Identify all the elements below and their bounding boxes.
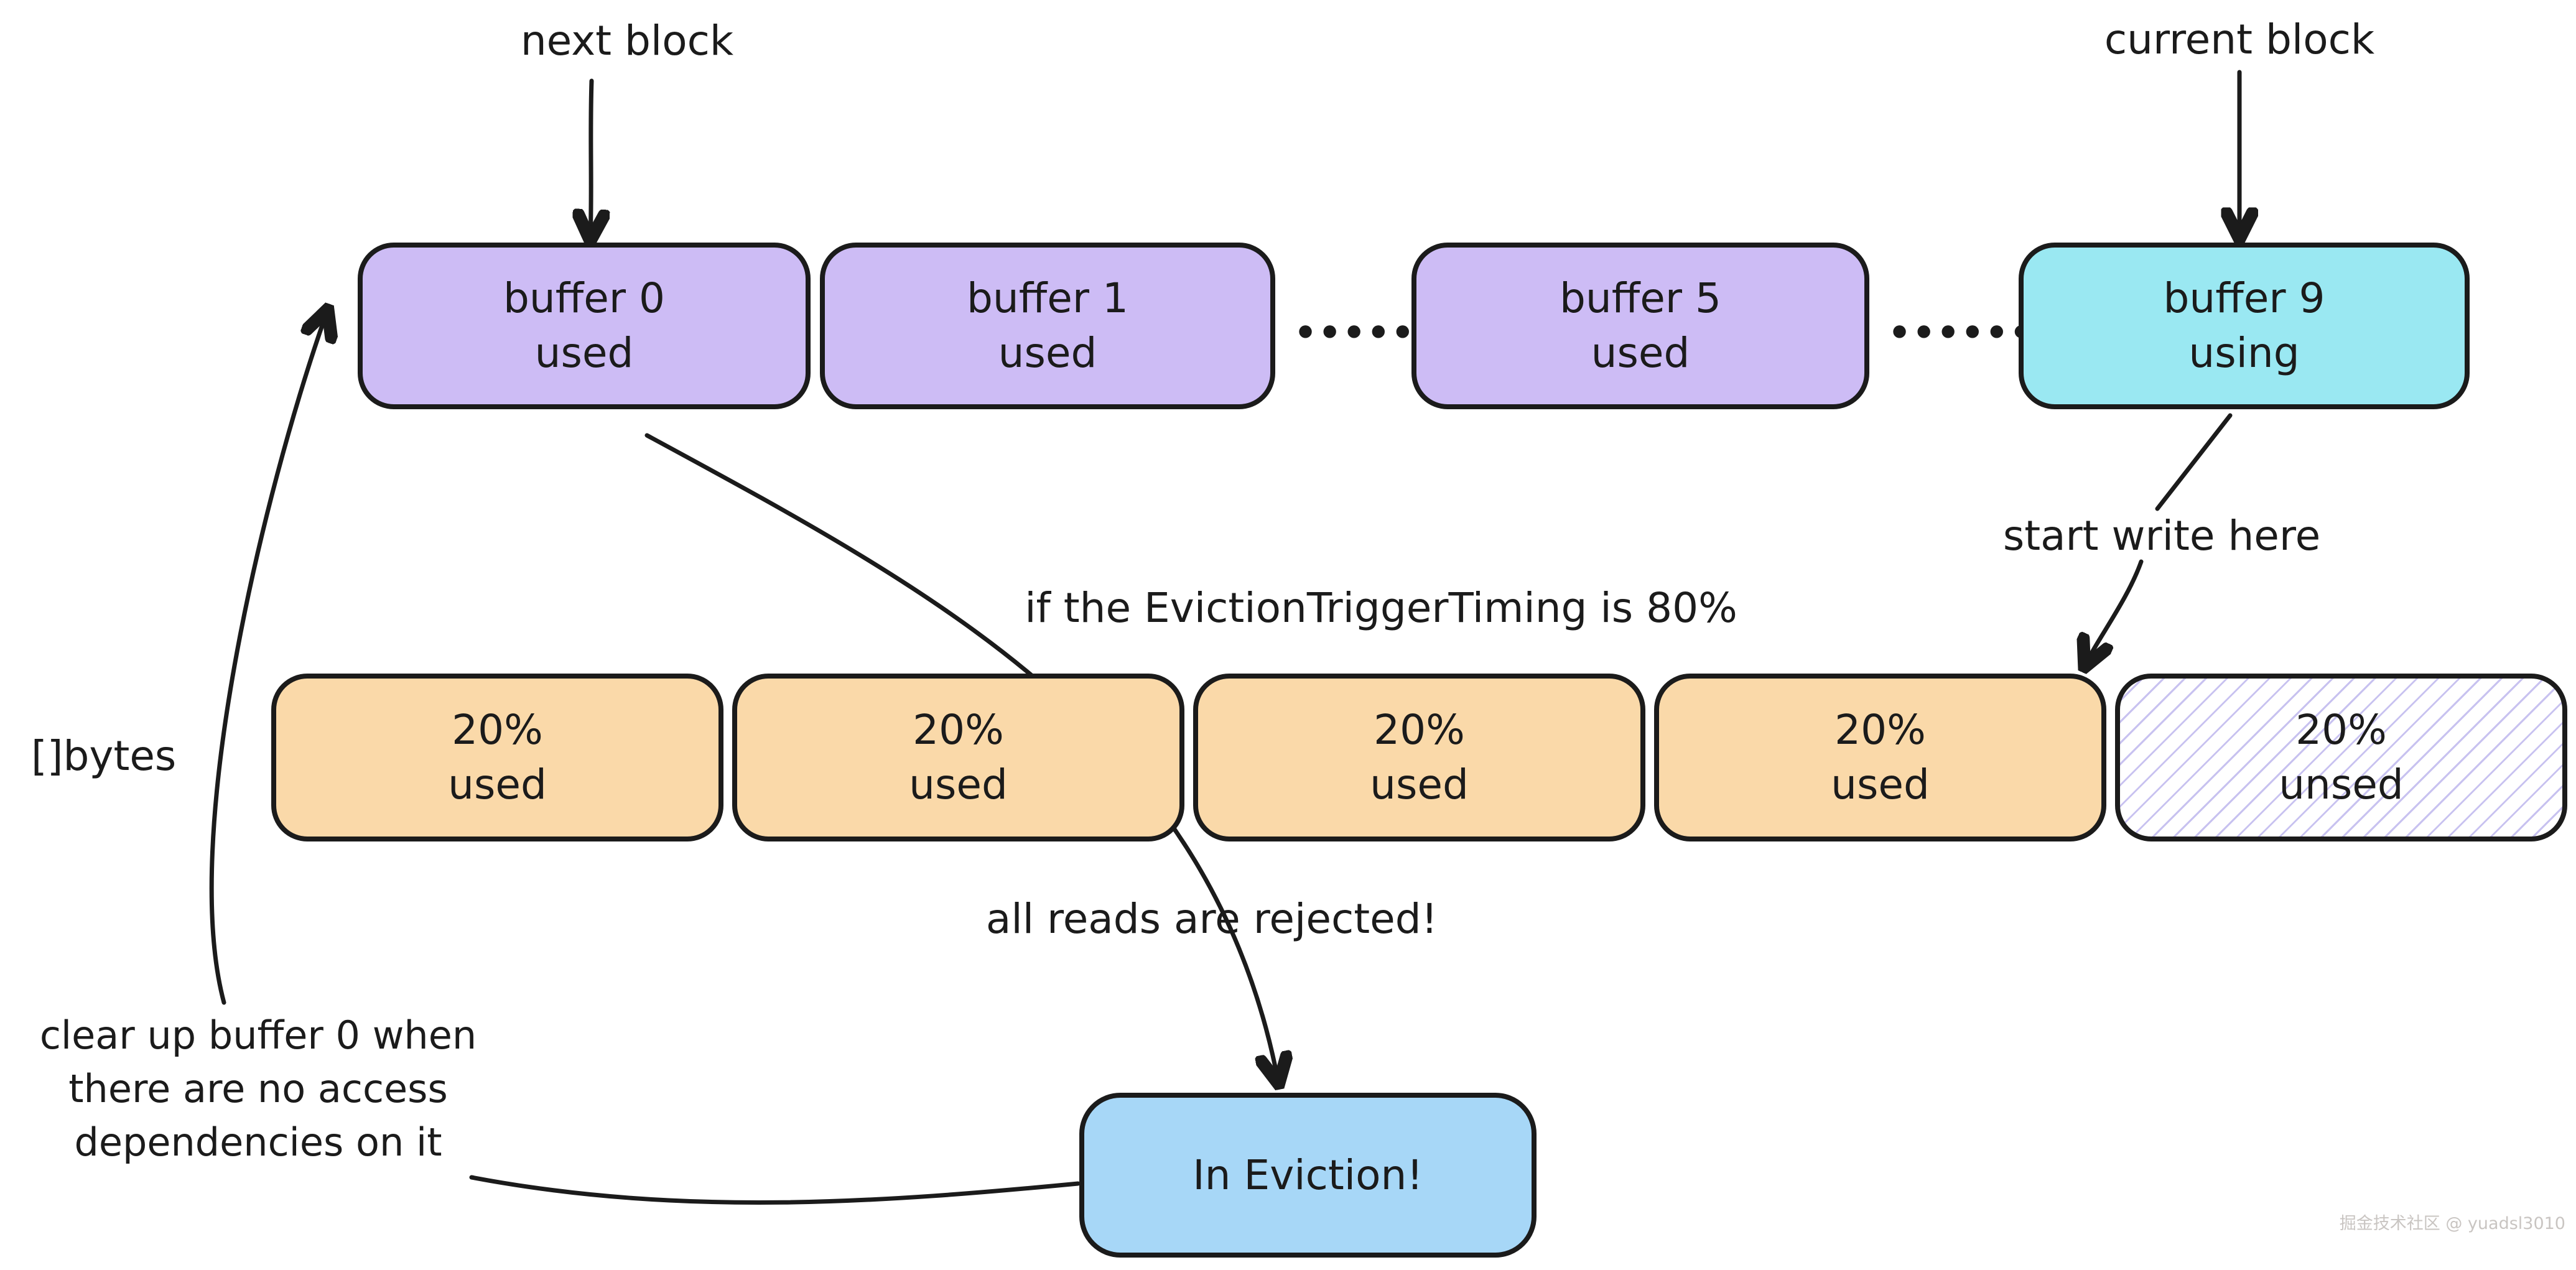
clear-up-note: clear up buffer 0 when there are no acce… (9, 1009, 507, 1169)
bytes-label: []bytes (31, 732, 177, 780)
start-write-here-label: start write here (2002, 512, 2321, 560)
buffer-5-box: buffer 5 used (1411, 243, 1869, 409)
chunk-1-box: 20% used (271, 674, 723, 841)
chunk-4-status: used (1831, 761, 1930, 809)
clearup-to-eviction-line (469, 1175, 1081, 1205)
buffer-9-status: using (2188, 329, 2300, 377)
chunk-3-status: used (1370, 761, 1469, 809)
ellipsis-buffers-right: •••••• (1888, 312, 2034, 354)
ellipsis-buffers-left: •••••• (1294, 312, 1440, 354)
chunk-3-box: 20% used (1193, 674, 1645, 841)
chunk-3-percent: 20% (1374, 706, 1465, 754)
chunk-1-status: used (448, 761, 547, 809)
buffer-9-box: buffer 9 using (2019, 243, 2470, 409)
buffer9-to-label-line (2155, 413, 2233, 511)
buffer-5-status: used (1591, 329, 1690, 377)
clear-up-note-line2: there are no access (68, 1066, 448, 1111)
in-eviction-box: In Eviction! (1079, 1093, 1537, 1258)
buffer-0-name: buffer 0 (503, 274, 665, 322)
chunk-5-status: unsed (2279, 761, 2404, 809)
chunk-4-box: 20% used (1654, 674, 2106, 841)
clear-up-note-line1: clear up buffer 0 when (39, 1013, 477, 1058)
in-eviction-label: In Eviction! (1193, 1151, 1423, 1199)
clear-up-note-line3: dependencies on it (74, 1119, 442, 1165)
eviction-condition-label: if the EvictionTriggerTiming is 80% (1025, 584, 1737, 632)
watermark: 掘金技术社区 @ yuadsl3010 (2339, 1214, 2565, 1233)
chunk-4-percent: 20% (1834, 706, 1926, 754)
current-block-label: current block (2104, 16, 2375, 63)
chunk-2-box: 20% used (732, 674, 1184, 841)
chunk-5-percent: 20% (2295, 706, 2387, 754)
buffer-9-name: buffer 9 (2163, 274, 2325, 322)
buffer-0-status: used (534, 329, 634, 377)
buffer-1-status: used (998, 329, 1097, 377)
clearup-to-buffer0-arrow (209, 311, 327, 1005)
buffer-1-name: buffer 1 (967, 274, 1128, 322)
buffer-5-name: buffer 5 (1560, 274, 1721, 322)
next-block-label: next block (520, 17, 734, 65)
reads-rejected-label: all reads are rejected! (985, 895, 1438, 943)
chunk-1-percent: 20% (452, 706, 543, 754)
chunk-5-unsed-box: 20% unsed (2115, 674, 2567, 841)
chunk-2-status: used (909, 761, 1008, 809)
next-block-arrow (590, 78, 592, 239)
chunk-2-percent: 20% (913, 706, 1004, 754)
label-to-unsed-chunk-arrow (2085, 559, 2144, 665)
buffer-0-box: buffer 0 used (358, 243, 811, 409)
buffer-1-box: buffer 1 used (820, 243, 1275, 409)
